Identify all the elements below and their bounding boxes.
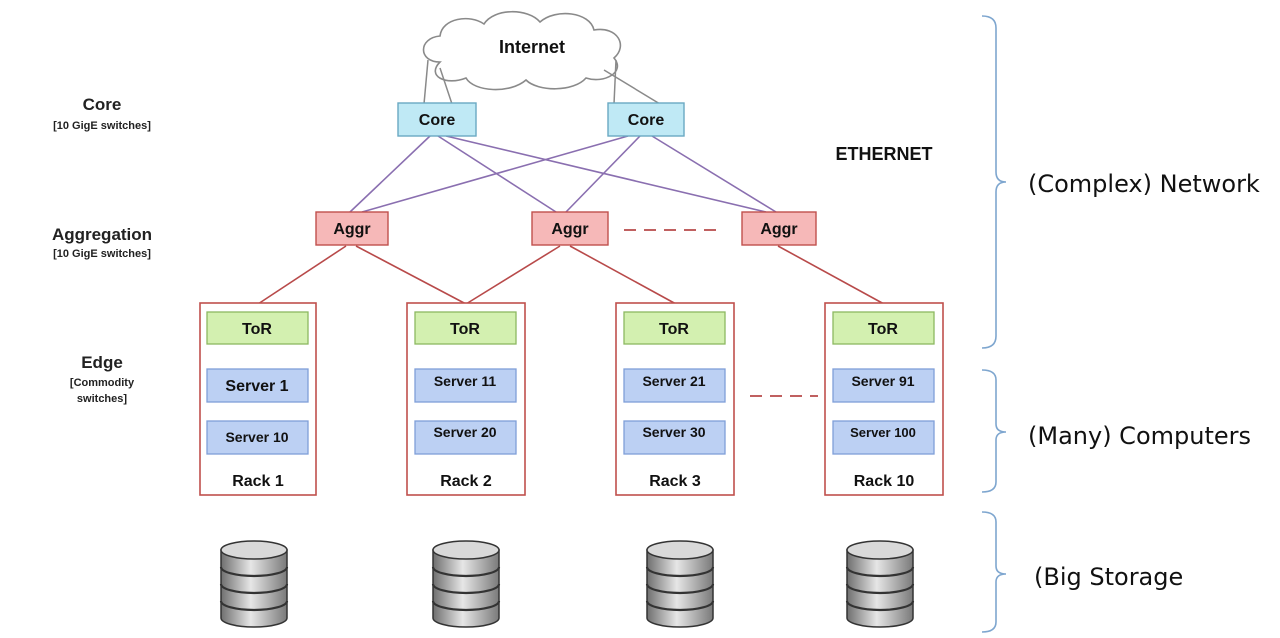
rack-10-top-server-label: Server 91 xyxy=(851,373,914,389)
network-side-label: (Complex) Network xyxy=(1028,170,1260,198)
layer-label-aggregation: Aggregation [10 GigE switches] xyxy=(52,225,152,260)
aggr-switch-2-label: Aggr xyxy=(551,221,588,238)
link-aggr2-rack3 xyxy=(569,245,677,305)
brace-computers-icon xyxy=(981,369,1007,493)
brace-computers xyxy=(981,369,1007,493)
aggr-switch-1: Aggr xyxy=(315,211,389,246)
database-icon xyxy=(845,540,915,628)
rack-1-tor-label: ToR xyxy=(242,321,272,338)
aggr-switch-3: Aggr xyxy=(741,211,817,246)
brace-storage xyxy=(981,511,1007,633)
core-layer-title: Core xyxy=(83,95,122,114)
database-icon xyxy=(431,540,501,628)
rack-10: ToR Server 91 Server 100 Rack 10 xyxy=(824,302,944,496)
core-aggr-links xyxy=(349,135,777,213)
core-switch-1-box xyxy=(397,102,477,137)
computers-side-label: (Many) Computers xyxy=(1028,422,1251,450)
rack-3-label: Rack 3 xyxy=(649,473,701,490)
rack-1-bottom-server xyxy=(206,420,309,455)
aggr-switch-3-box xyxy=(741,211,817,246)
aggr-rack-links xyxy=(257,245,885,305)
rack-3-bottom-server-label: Server 30 xyxy=(642,424,705,440)
storage-layer xyxy=(219,540,915,628)
ethernet-label: ETHERNET xyxy=(835,144,932,164)
rack-2-bottom-server-label: Server 20 xyxy=(433,424,496,440)
brace-storage-icon xyxy=(981,511,1007,633)
rack-1-bottom-server-label: Server 10 xyxy=(225,429,288,445)
link-core1-aggr1 xyxy=(349,135,431,213)
edge-layer-subtitle-line1: [Commodity xyxy=(70,377,135,389)
rack-3: ToR Server 21 Server 30 Rack 3 xyxy=(615,302,735,496)
rack-3-tor-switch xyxy=(623,311,726,345)
brace-network-icon xyxy=(981,15,1007,349)
rack-10-bottom-server xyxy=(832,420,935,455)
database-icon xyxy=(219,540,289,628)
database-icon xyxy=(645,540,715,628)
link-aggr1-rack1 xyxy=(257,245,347,305)
rack-2-bottom-server xyxy=(414,420,517,455)
link-core1-aggr3 xyxy=(445,135,767,213)
brace-network xyxy=(981,15,1007,349)
rack-1: ToR Server 1 Server 10 Rack 1 xyxy=(199,302,317,496)
core-switch-1: Core xyxy=(397,102,477,137)
rack-10-label: Rack 10 xyxy=(854,473,915,490)
aggregation-layer-title: Aggregation xyxy=(52,225,152,244)
aggr-switch-3-label: Aggr xyxy=(760,221,797,238)
core-switch-2: Core xyxy=(607,102,685,137)
storage-side-label: (Big Storage xyxy=(1034,563,1183,591)
aggr-switch-1-label: Aggr xyxy=(333,221,370,238)
rack-3-bottom-server xyxy=(623,420,726,455)
rack-10-tor-switch xyxy=(832,311,935,345)
rack-1-tor-switch xyxy=(206,311,309,345)
link-core2-aggr2 xyxy=(565,135,641,213)
rack-10-top-server xyxy=(832,368,935,403)
internet-cloud: Internet xyxy=(422,11,622,91)
aggr-switch-2-box xyxy=(531,211,609,246)
rack-2-label: Rack 2 xyxy=(440,473,492,490)
rack-2-top-server-label: Server 11 xyxy=(434,373,496,389)
link-aggr2-rack2 xyxy=(465,245,561,305)
rack-2-tor-switch xyxy=(414,311,517,345)
rack-1-top-server-label: Server 1 xyxy=(225,378,288,395)
rack-3-top-server-label: Server 21 xyxy=(642,373,705,389)
core-layer-subtitle: [10 GigE switches] xyxy=(53,120,151,132)
link-aggr3-rack10 xyxy=(777,245,885,305)
aggr-switch-2: Aggr xyxy=(531,211,609,246)
aggregation-layer-subtitle: [10 GigE switches] xyxy=(53,248,151,260)
rack-2-tor-label: ToR xyxy=(450,321,480,338)
rack-2: ToR Server 11 Server 20 Rack 2 xyxy=(406,302,526,496)
aggr-switch-1-box xyxy=(315,211,389,246)
layer-label-edge: Edge [Commodity switches] xyxy=(70,353,135,405)
link-core2-aggr1 xyxy=(361,135,629,213)
core-switch-2-box xyxy=(607,102,685,137)
rack-1-label: Rack 1 xyxy=(232,473,284,490)
cloud-shape xyxy=(422,11,622,91)
core-switch-1-label: Core xyxy=(419,112,456,129)
core-switch-2-label: Core xyxy=(628,112,665,129)
uplink-core-1-b xyxy=(439,67,453,105)
rack-10-tor-label: ToR xyxy=(868,321,898,338)
rack-3-top-server xyxy=(623,368,726,403)
edge-layer-title: Edge xyxy=(81,353,123,372)
uplink-core-2-a xyxy=(613,59,617,105)
rack-10-bottom-server-label: Server 100 xyxy=(850,425,916,440)
rack-2-top-server xyxy=(414,368,517,403)
uplink-core-2-b xyxy=(603,69,661,105)
internet-uplinks xyxy=(423,59,661,105)
link-core2-aggr3 xyxy=(651,135,777,213)
rack-3-tor-label: ToR xyxy=(659,321,689,338)
edge-layer-subtitle-line2: switches] xyxy=(77,393,127,405)
uplink-core-1-a xyxy=(423,59,429,105)
rack-1-top-server xyxy=(206,368,309,403)
link-aggr1-rack2 xyxy=(355,245,467,305)
layer-label-core: Core [10 GigE switches] xyxy=(53,95,151,132)
internet-label: Internet xyxy=(499,37,565,57)
